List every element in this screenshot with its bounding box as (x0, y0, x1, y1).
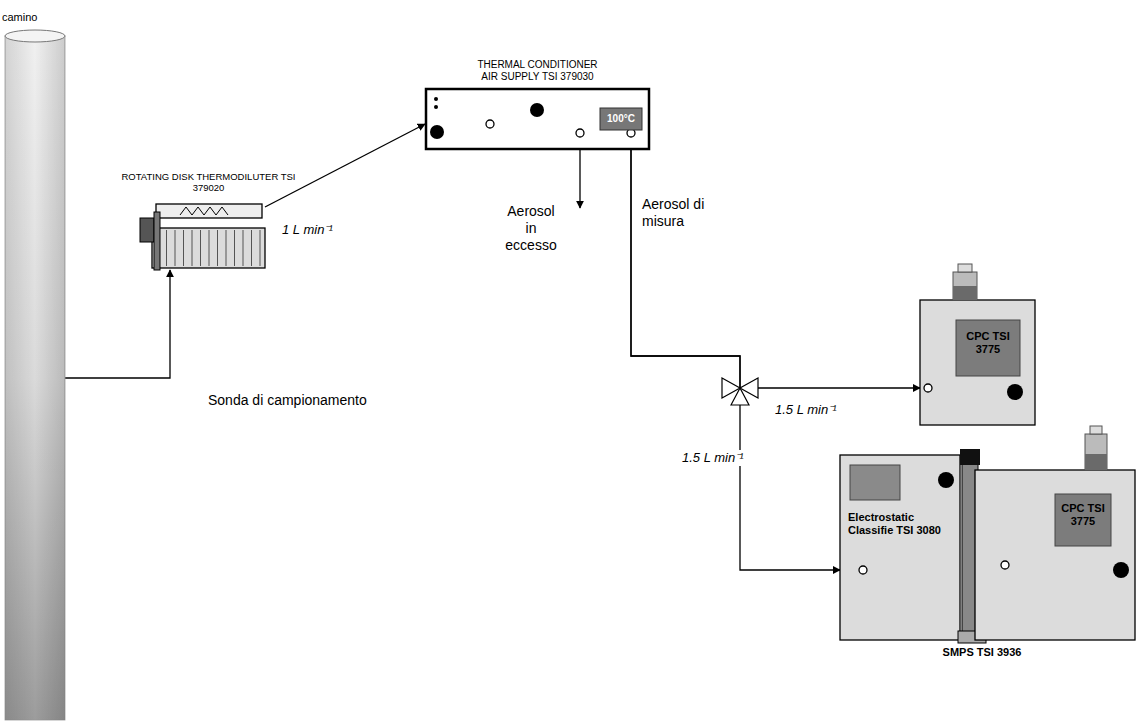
device-label: 100°C (600, 108, 642, 130)
temperature-display: 100°C (600, 108, 642, 130)
electrostatic-classifier-outline (840, 455, 960, 640)
outlet-label: Aerosol in eccesso (503, 203, 559, 253)
cpc-unit: CPC TSI 3775 (920, 300, 1035, 425)
flow-line (65, 270, 170, 378)
cpc-unit-outline (975, 470, 1135, 640)
cpc-unit: CPC TSI 3775 (975, 470, 1135, 640)
device-label: CPC TSI 3775 (1057, 502, 1109, 527)
thermal-conditioner: THERMAL CONDITIONER AIR SUPPLY TSI 37903… (425, 88, 650, 150)
flow-line (631, 150, 920, 388)
flow-label: 1 L min⁻¹ (280, 222, 354, 238)
cpc-unit-outline (920, 300, 1035, 425)
electrostatic-classifier: Electrostatic Classifie TSI 3080 (840, 455, 960, 640)
device-heading: THERMAL CONDITIONER AIR SUPPLY TSI 37903… (470, 59, 605, 82)
instrument-label: SMPS TSI 3936 (925, 646, 1039, 659)
flow-line (631, 150, 840, 570)
chimney: camino (5, 30, 65, 720)
flow-line (265, 124, 425, 207)
outlet-label: Aerosol di misura (640, 196, 719, 230)
thermodiluter-outline (140, 200, 265, 270)
device-label: CPC TSI 3775 (958, 330, 1018, 355)
flow-label: Sonda di campionamento (206, 392, 369, 409)
device-heading: camino (2, 11, 37, 24)
thermodiluter: ROTATING DISK THERMODILUTER TSI 379020 (140, 200, 265, 270)
flow-label: 1.5 L min⁻¹ (773, 402, 857, 418)
flow-label: 1.5 L min⁻¹ (680, 450, 764, 466)
device-heading: ROTATING DISK THERMODILUTER TSI 379020 (116, 172, 301, 194)
device-label: Electrostatic Classifie TSI 3080 (848, 511, 944, 536)
chimney-outline (5, 30, 65, 720)
